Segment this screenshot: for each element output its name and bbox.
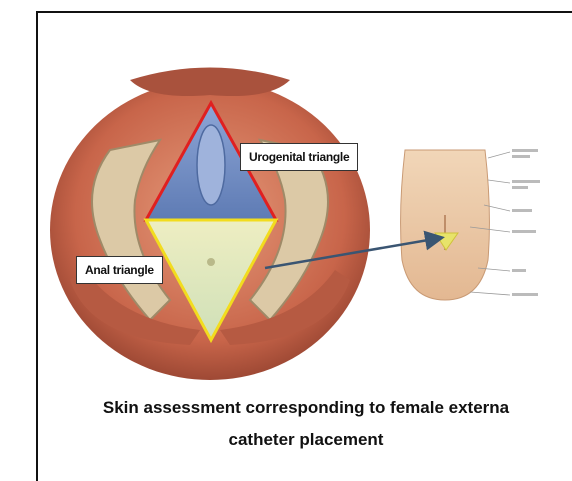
caption-line-1: Skin assessment corresponding to female … <box>40 392 572 424</box>
figure-caption: Skin assessment corresponding to female … <box>40 392 572 456</box>
back-view-illustration <box>395 145 551 303</box>
skin-fold <box>130 68 290 97</box>
anal-triangle-label: Anal triangle <box>76 256 163 284</box>
anus-marker <box>207 258 215 266</box>
urogenital-triangle-label: Urogenital triangle <box>240 143 358 171</box>
perineum-illustration <box>50 68 370 381</box>
urogenital-detail <box>197 125 225 205</box>
caption-line-2: catheter placement <box>40 424 572 456</box>
